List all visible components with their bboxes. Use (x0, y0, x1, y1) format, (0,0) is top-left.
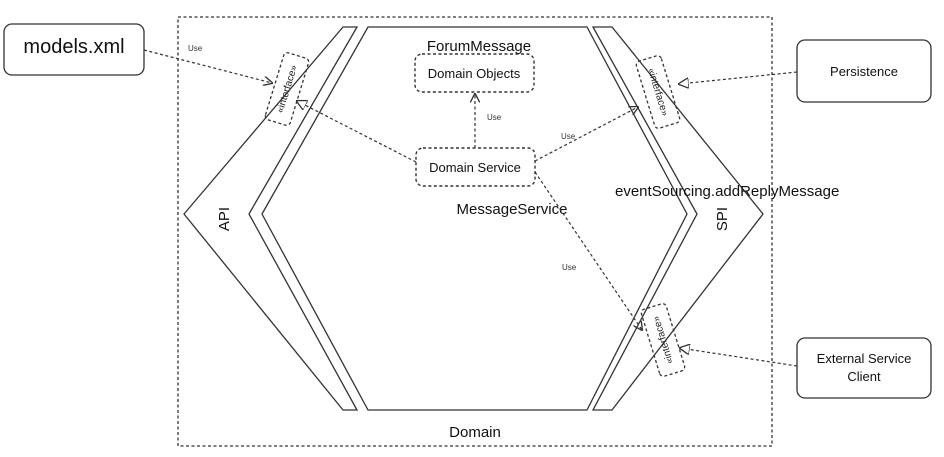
use-label-spi: Use (561, 132, 576, 141)
use-label-models: Use (188, 44, 203, 53)
arrow-persistence-to-spi-interface (679, 71, 798, 84)
event-sourcing-label: eventSourcing.addReplyMessage (615, 183, 839, 200)
persistence-label: Persistence (830, 64, 898, 79)
use-label-client: Use (562, 263, 577, 272)
domain-label: Domain (449, 424, 501, 441)
spi-label: SPI (714, 207, 731, 231)
external-service-client-label-2: Client (847, 369, 881, 384)
models-xml-label: models.xml (23, 36, 124, 58)
domain-service-label: Domain Service (429, 160, 521, 175)
arrow-service-to-api-interface (297, 101, 417, 163)
persistence-box (796, 39, 932, 103)
domain-objects-label: Domain Objects (428, 66, 521, 81)
api-label: API (216, 207, 233, 231)
domain-boundary (177, 16, 773, 447)
domain-objects-box (414, 53, 535, 93)
models-xml-box (3, 23, 145, 76)
external-service-client-box (796, 337, 932, 399)
api-band (183, 26, 359, 411)
core-hexagon (261, 26, 688, 411)
arrow-service-to-spi-bottom-interface (534, 171, 642, 330)
arrow-models-to-api-interface (143, 49, 272, 83)
spi-band (591, 26, 764, 411)
arrow-service-to-spi-interface (534, 107, 638, 162)
use-label-objects: Use (487, 113, 502, 122)
arrow-client-to-spi-bottom-interface (680, 348, 798, 367)
external-service-client-label-1: External Service (817, 351, 912, 366)
message-service-label: MessageService (457, 201, 568, 218)
forum-message-title: ForumMessage (427, 38, 531, 55)
